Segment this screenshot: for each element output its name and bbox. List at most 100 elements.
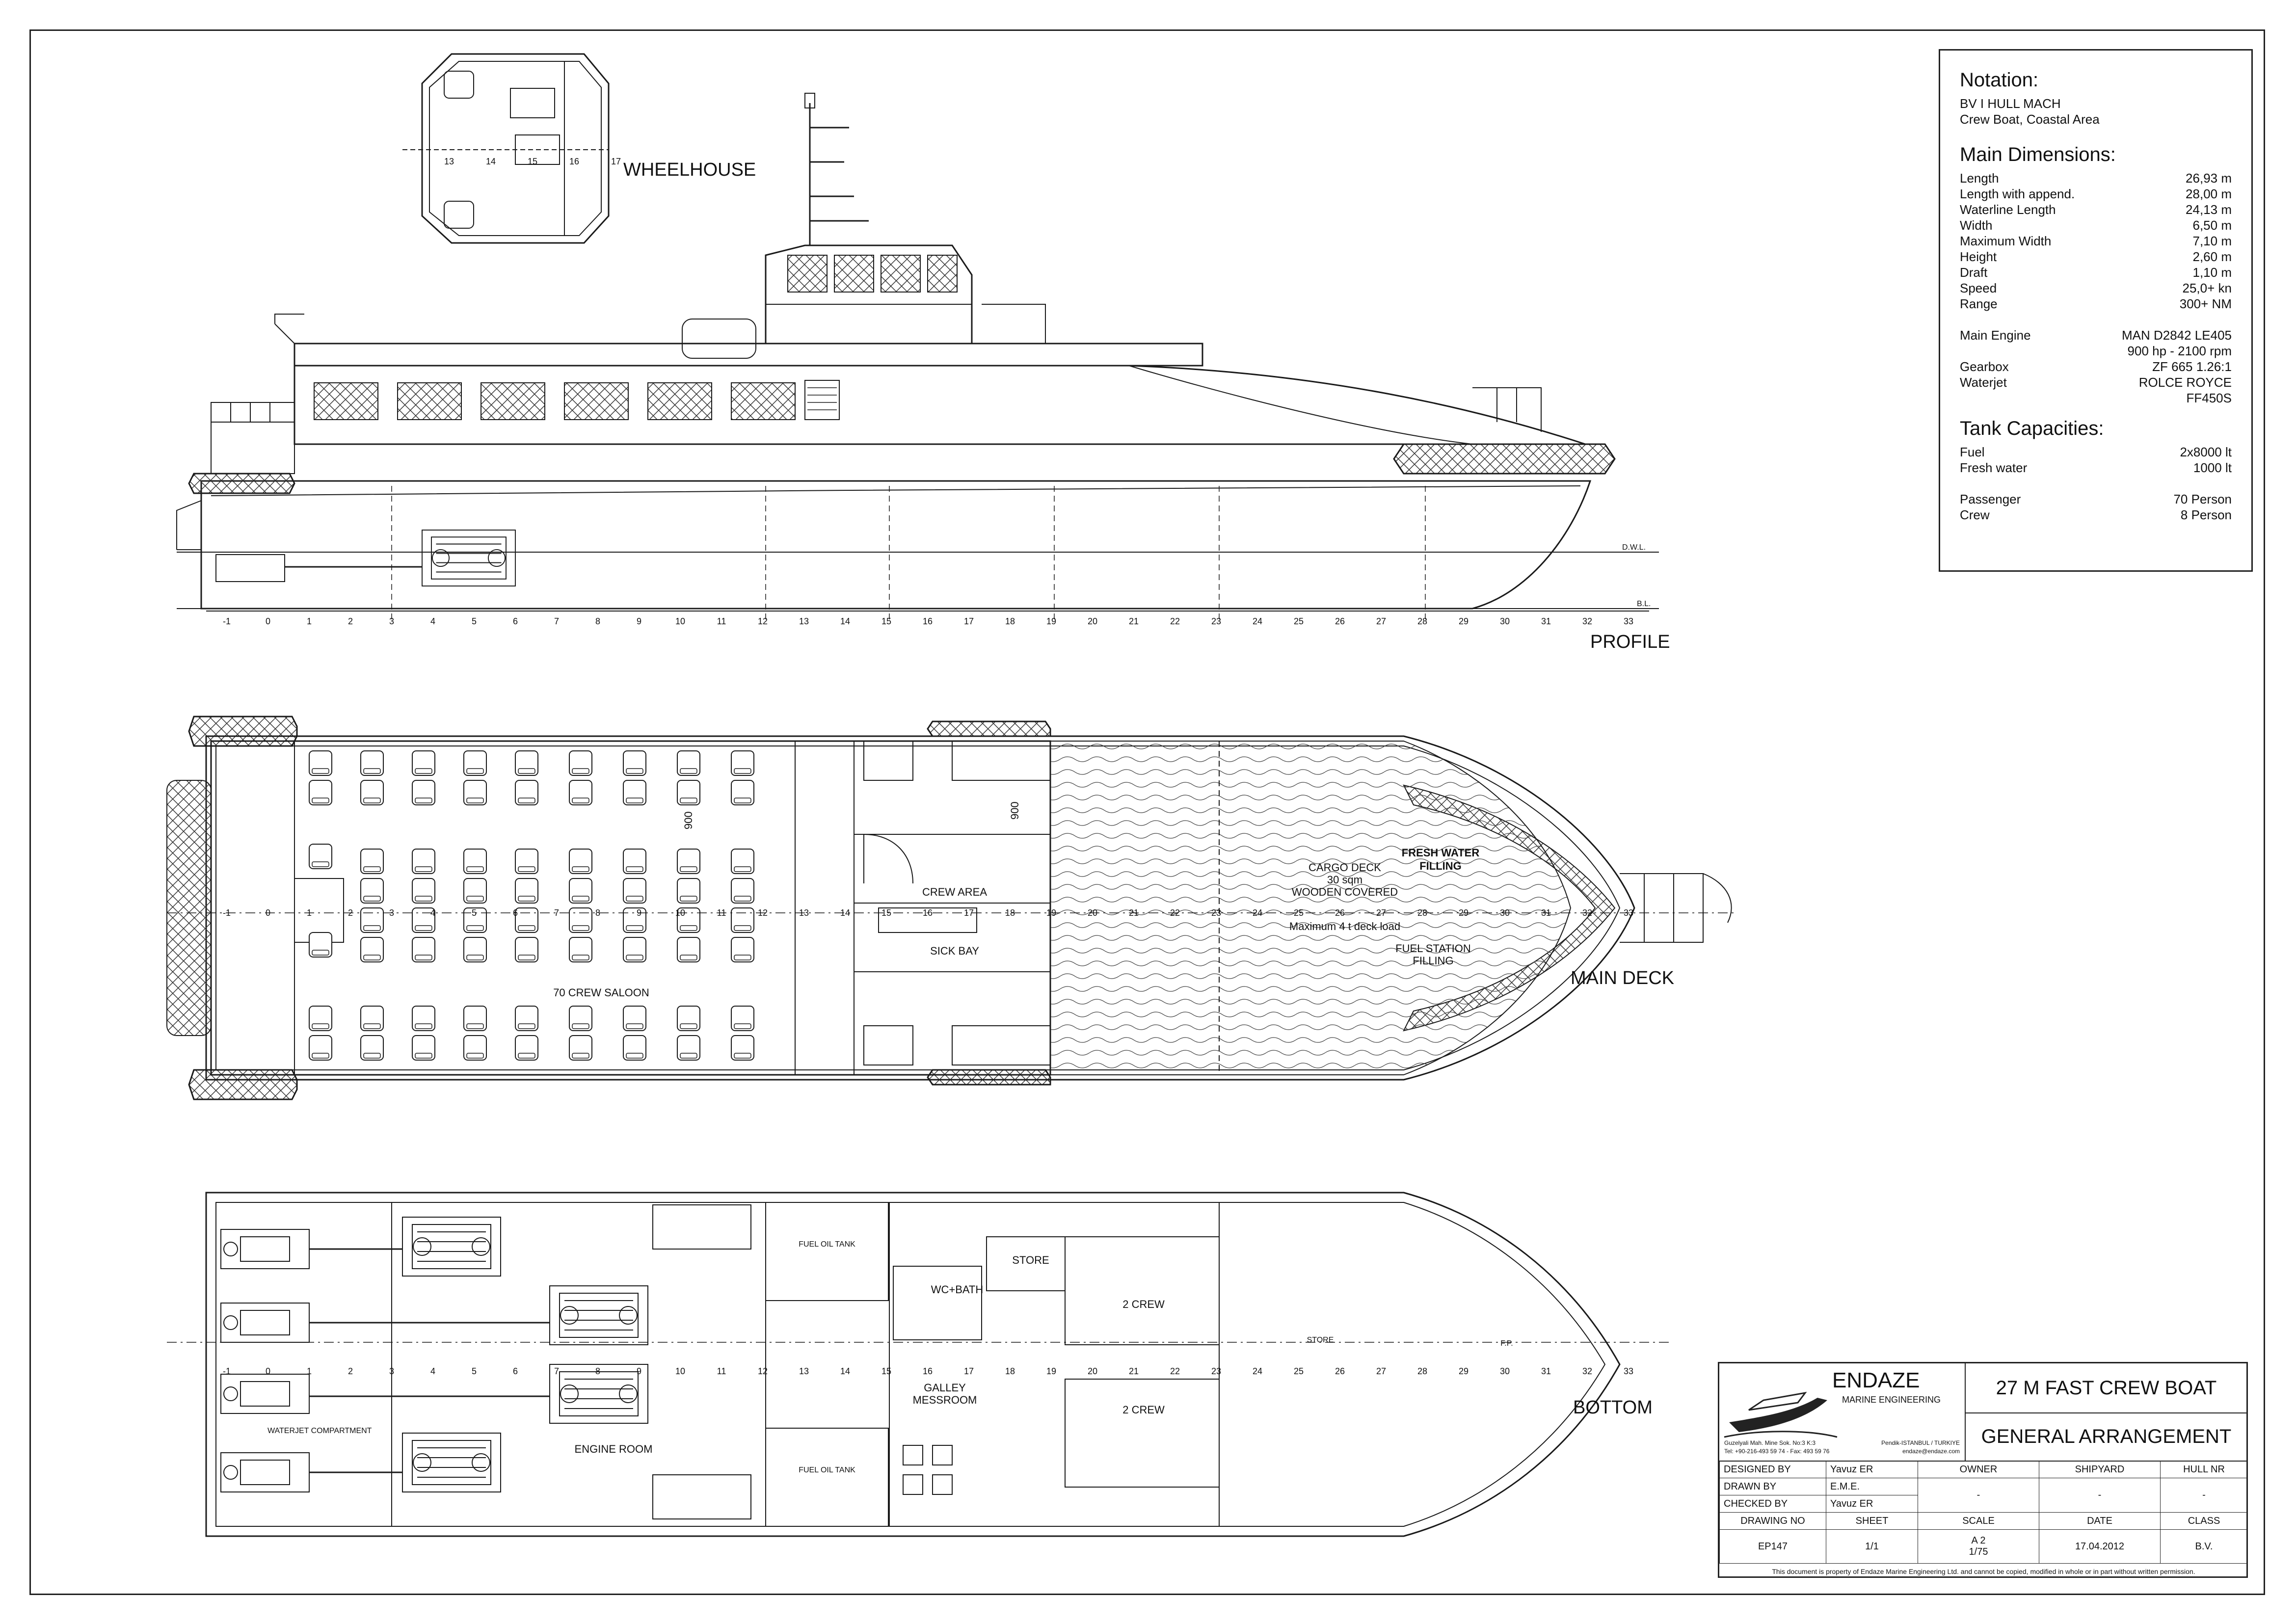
frame-number: 32 bbox=[1582, 1366, 1592, 1376]
notation-class: BV I HULL MACH bbox=[1960, 96, 2061, 111]
notation-service: Crew Boat, Coastal Area bbox=[1960, 112, 2100, 127]
frame-number: 19 bbox=[1046, 1366, 1056, 1376]
frame-number: 12 bbox=[758, 616, 768, 626]
engine-room-label: ENGINE ROOM bbox=[575, 1443, 653, 1455]
frame-number: 21 bbox=[1129, 908, 1139, 918]
address-line: endaze@endaze.com bbox=[1902, 1448, 1960, 1455]
frame-number: 23 bbox=[1211, 1366, 1221, 1376]
frame-number: 9 bbox=[637, 1366, 641, 1376]
frame-number: 23 bbox=[1211, 908, 1221, 918]
frame-number: 27 bbox=[1376, 616, 1386, 626]
main-deck-title: MAIN DECK bbox=[1571, 968, 1674, 988]
crew-cabin-label: 2 CREW bbox=[1122, 1298, 1165, 1310]
frame-number: 20 bbox=[1088, 1366, 1097, 1376]
frame-number: 31 bbox=[1541, 908, 1551, 918]
bottom-labels: ENGINE ROOM WATERJET COMPARTMENT FUEL OI… bbox=[267, 1240, 1513, 1474]
frame-number: 20 bbox=[1088, 616, 1097, 626]
bl-label: B.L. bbox=[1637, 600, 1651, 608]
frame-number: 25 bbox=[1294, 908, 1304, 918]
frame-number: 24 bbox=[1253, 616, 1262, 626]
frame-number: 17 bbox=[964, 1366, 974, 1376]
frame-number: 14 bbox=[840, 1366, 850, 1376]
frame-number: 15 bbox=[881, 908, 891, 918]
frame-number: 24 bbox=[1253, 1366, 1262, 1376]
frame-number: 2 bbox=[348, 1366, 353, 1376]
profile-title: PROFILE bbox=[1590, 632, 1670, 652]
dimension-row: Length with append.28,00 m bbox=[1960, 186, 2232, 201]
frame-number: 15 bbox=[881, 1366, 891, 1376]
frame-number: 1 bbox=[307, 616, 312, 626]
company-subtitle: MARINE ENGINEERING bbox=[1842, 1395, 1941, 1405]
frame-number: 10 bbox=[675, 616, 685, 626]
address-line: Pendik-ISTANBUL / TURKIYE bbox=[1881, 1439, 1960, 1446]
store-label: STORE bbox=[1012, 1254, 1049, 1266]
drawing-border bbox=[29, 29, 2265, 1595]
frame-number: 22 bbox=[1170, 908, 1180, 918]
frame-number: 10 bbox=[675, 1366, 685, 1376]
frame-number: 2 bbox=[348, 616, 353, 626]
frame-number: 13 bbox=[799, 908, 809, 918]
frame-number: 28 bbox=[1417, 1366, 1427, 1376]
frame-number: 26 bbox=[1335, 908, 1345, 918]
frame-number: 30 bbox=[1500, 1366, 1510, 1376]
frame-number: 33 bbox=[1624, 616, 1633, 626]
frame-number: 17 bbox=[964, 616, 974, 626]
bottom-view bbox=[167, 1192, 1669, 1537]
company-logo-cell: ENDAZE MARINE ENGINEERING Guzelyali Mah.… bbox=[1719, 1363, 1966, 1462]
frame-number: 26 bbox=[1335, 616, 1345, 626]
wheelhouse-title: WHEELHOUSE bbox=[623, 160, 756, 180]
title-block: ENDAZE MARINE ENGINEERING Guzelyali Mah.… bbox=[1718, 1362, 2248, 1578]
fuel-station-label: FUEL STATION bbox=[1395, 942, 1471, 955]
frame-number: 4 bbox=[430, 908, 435, 918]
frame-number: 9 bbox=[637, 616, 641, 626]
frame-number: 27 bbox=[1376, 1366, 1386, 1376]
crew-area-label: CREW AREA bbox=[922, 886, 987, 898]
frame-number: 3 bbox=[389, 908, 394, 918]
frame-number: 21 bbox=[1129, 616, 1139, 626]
frame-number: 8 bbox=[595, 1366, 600, 1376]
frame-number: 8 bbox=[595, 908, 600, 918]
seating-area bbox=[309, 750, 754, 1061]
frame-number: 9 bbox=[637, 908, 641, 918]
wh-frame: 13 bbox=[444, 157, 454, 166]
frame-number: 21 bbox=[1129, 1366, 1139, 1376]
frame-number: 0 bbox=[266, 1366, 270, 1376]
frame-number: 10 bbox=[675, 908, 685, 918]
frame-number: 11 bbox=[717, 908, 726, 918]
fresh-water-label-2: FILLING bbox=[1419, 860, 1462, 872]
main-deck-labels: 70 CREW SALOON CREW AREA SICK BAY CARGO … bbox=[553, 801, 1479, 999]
frame-number: 30 bbox=[1500, 616, 1510, 626]
frame-number: 16 bbox=[923, 616, 933, 626]
frame-number: 14 bbox=[840, 616, 850, 626]
galley-label: GALLEY bbox=[924, 1382, 966, 1394]
frame-number: 19 bbox=[1046, 908, 1056, 918]
frame-number: 23 bbox=[1211, 616, 1221, 626]
drawing-title: GENERAL ARRANGEMENT bbox=[1965, 1412, 2248, 1462]
frame-number: -1 bbox=[223, 908, 231, 918]
frame-number: 11 bbox=[717, 1366, 726, 1376]
company-name: ENDAZE bbox=[1832, 1368, 1920, 1392]
frame-number: 13 bbox=[799, 1366, 809, 1376]
wh-frame: 16 bbox=[569, 157, 579, 166]
frame-number: 7 bbox=[554, 616, 559, 626]
frame-number: 4 bbox=[430, 616, 435, 626]
frame-number: 7 bbox=[554, 1366, 559, 1376]
frame-number: 20 bbox=[1088, 908, 1097, 918]
frame-number: 6 bbox=[513, 1366, 518, 1376]
dimension-900: 900 bbox=[1009, 801, 1021, 820]
frame-number: 32 bbox=[1582, 908, 1592, 918]
frame-number: 19 bbox=[1046, 616, 1056, 626]
fp-label: F.P. bbox=[1500, 1339, 1513, 1348]
dimension-900: 900 bbox=[682, 811, 694, 829]
frame-number: 33 bbox=[1624, 908, 1633, 918]
dimensions-title: Main Dimensions: bbox=[1960, 144, 2116, 165]
frame-number: 14 bbox=[840, 908, 850, 918]
ship-logo-icon bbox=[1724, 1391, 1838, 1438]
frame-number: 26 bbox=[1335, 1366, 1345, 1376]
